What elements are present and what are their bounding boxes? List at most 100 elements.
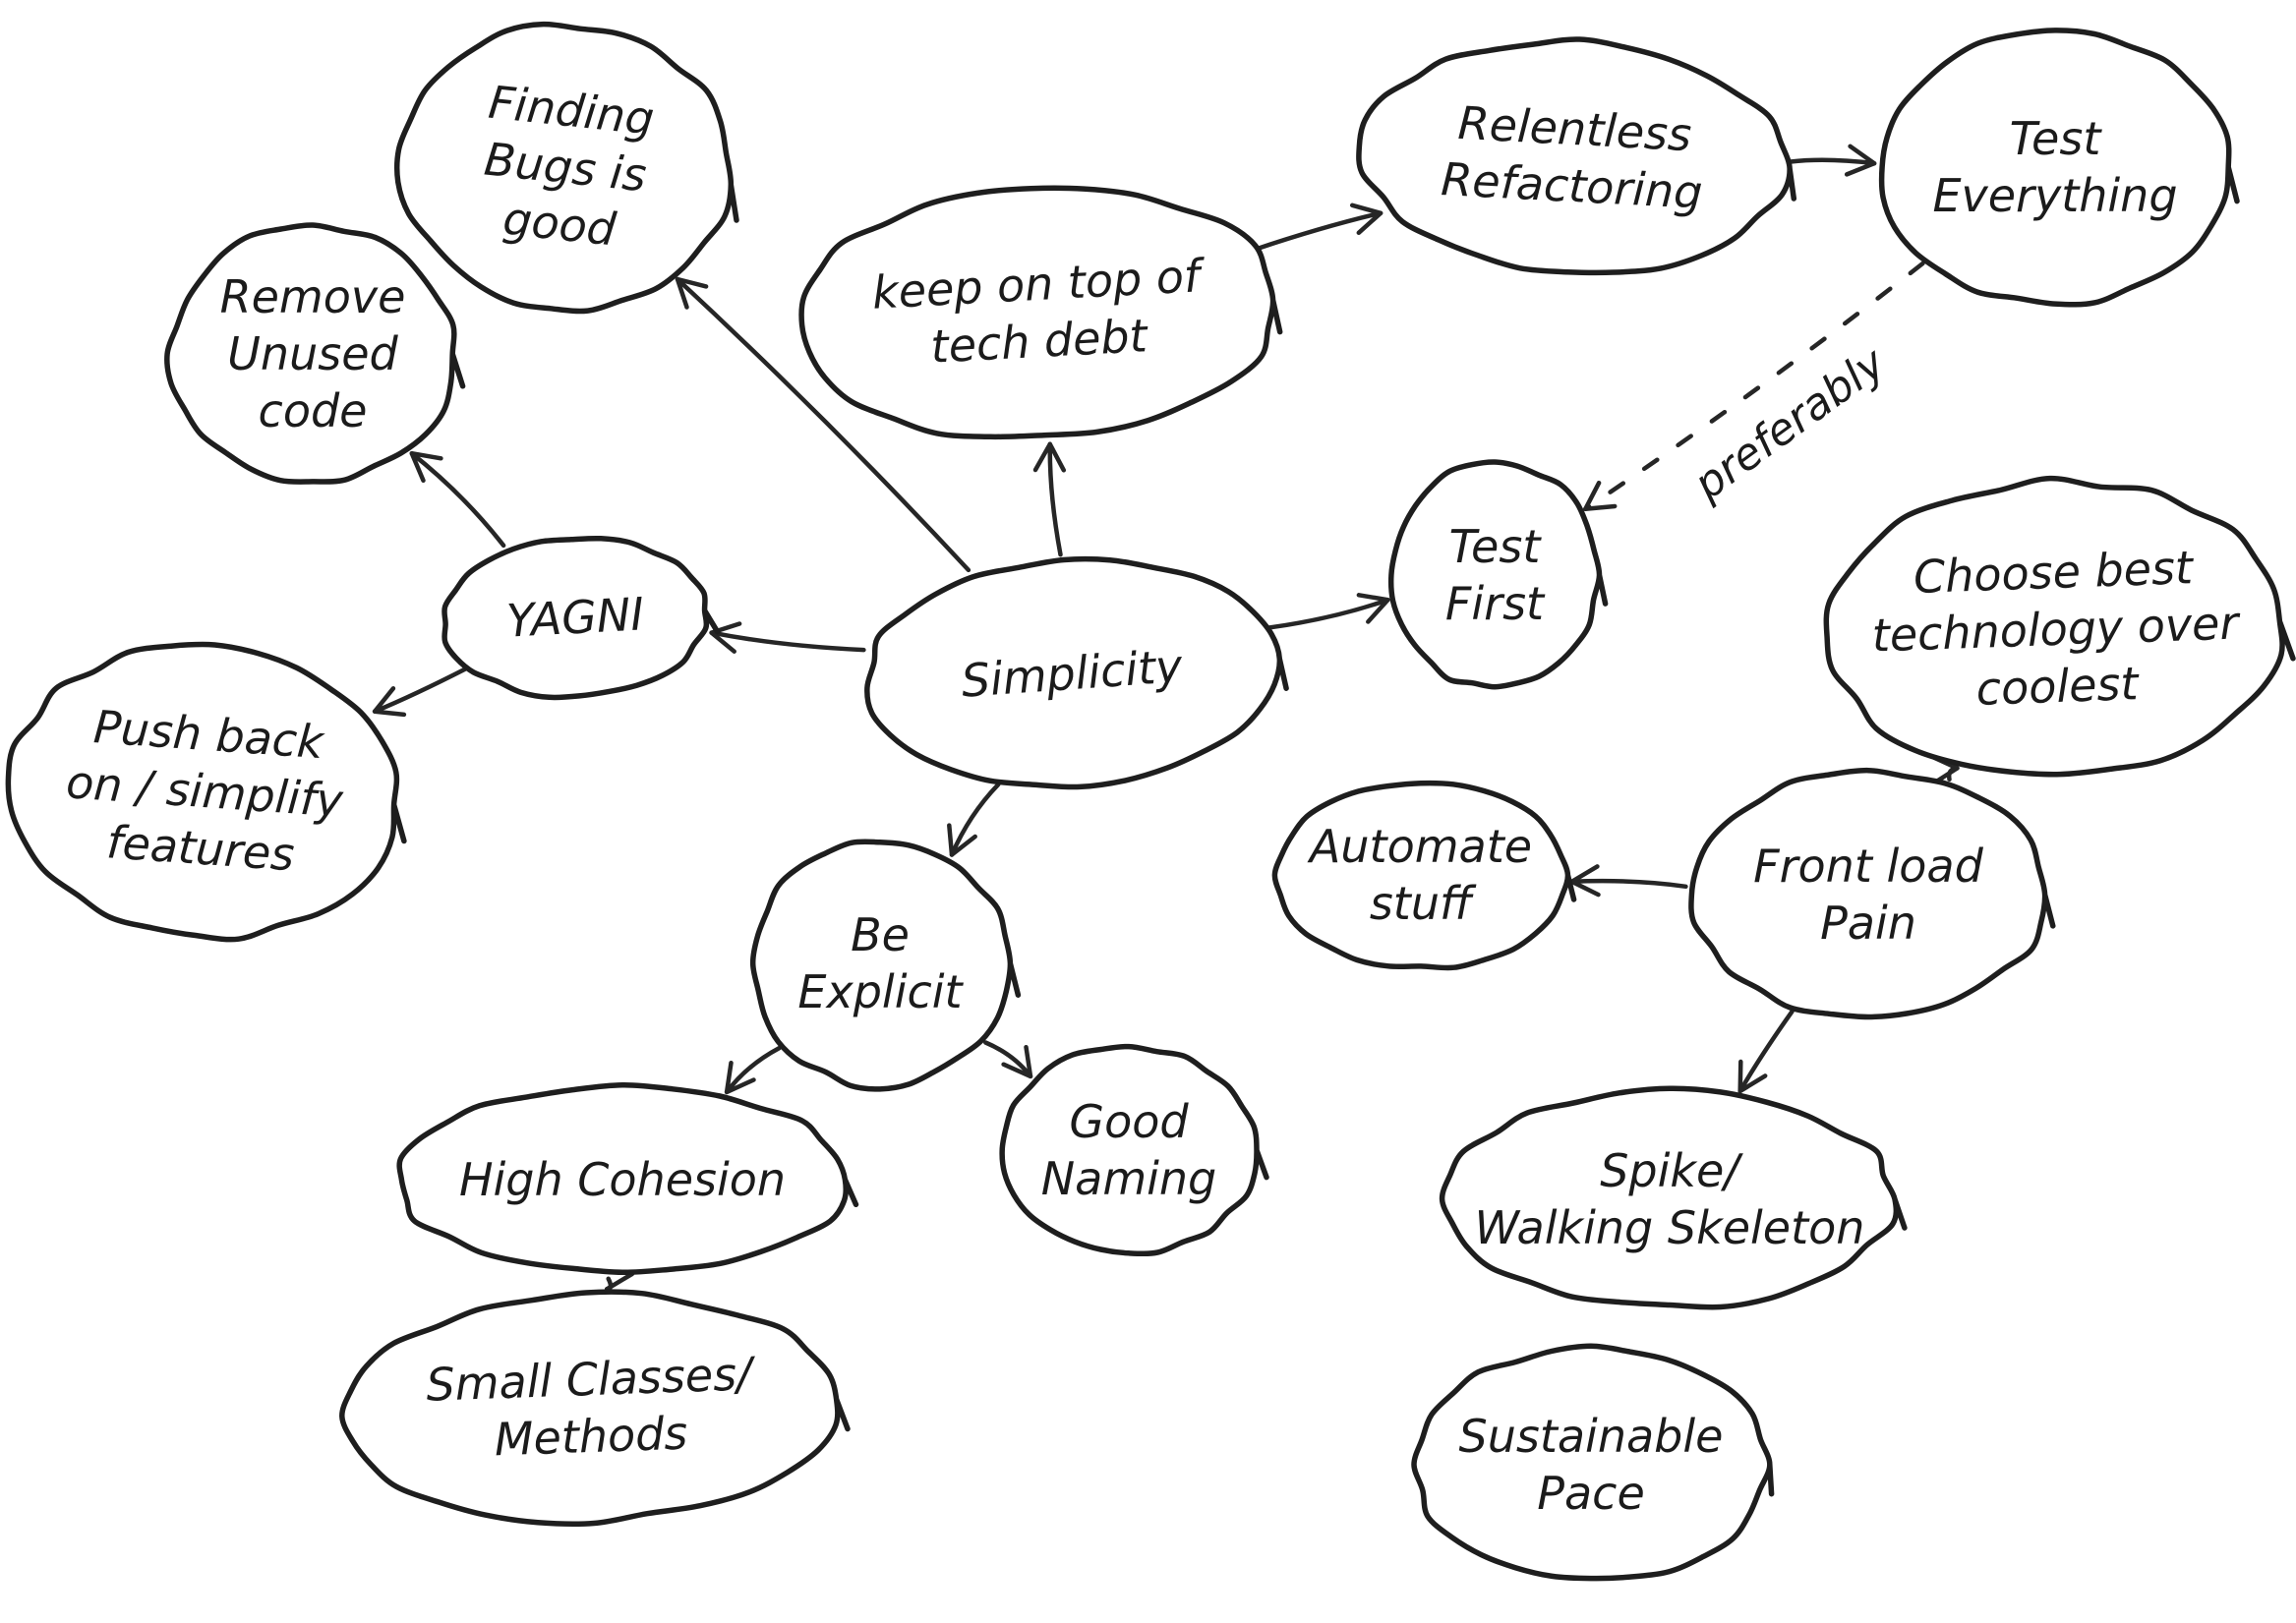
node-ellipse — [1411, 1343, 1775, 1582]
edge-be-explicit-to-high-cohesion — [724, 1045, 782, 1095]
connector-line — [949, 782, 1001, 857]
node-label-line: stuff — [1370, 877, 1477, 930]
arrowhead-icon — [372, 686, 407, 718]
edge-simplicity-to-finding-bugs — [675, 276, 971, 573]
node-small-classes: Small Classes/Methods — [339, 1289, 851, 1528]
node-label: High Cohesion — [459, 1153, 786, 1206]
node-ellipse — [999, 1043, 1269, 1257]
node-label-line: technology over — [1871, 596, 2242, 662]
node-label-line: good — [500, 192, 618, 257]
node-label-line: code — [259, 384, 368, 437]
node-push-back: Push backon / simplifyfeatures — [5, 641, 407, 943]
node-label-line: Sustainable — [1459, 1410, 1724, 1463]
node-label-line: High Cohesion — [459, 1153, 786, 1206]
node-ellipse — [5, 641, 407, 943]
arrowhead-icon — [1583, 480, 1618, 512]
node-label-line: First — [1445, 577, 1546, 630]
connector-line — [1265, 597, 1390, 630]
node-label-line: Automate — [1307, 820, 1532, 873]
connector-line — [409, 450, 506, 549]
node-label-line: Test — [1449, 520, 1543, 573]
dashed-connector-line — [1583, 261, 1925, 512]
node-label-line: Test — [2010, 112, 2103, 165]
node-finding-bugs: FindingBugs isgood — [394, 21, 739, 315]
node-label-line: features — [105, 815, 296, 881]
edge-simplicity-to-test-first — [1265, 593, 1390, 630]
connector-line — [675, 276, 971, 573]
arrowhead-icon — [1737, 1059, 1768, 1094]
node-ellipse — [1356, 36, 1797, 276]
node-label-line: Unused — [227, 327, 398, 380]
connector-line — [1737, 1009, 1795, 1094]
node-ellipse — [1439, 1085, 1908, 1310]
node-label-line: Front load — [1753, 840, 1983, 893]
node-label-line: Good — [1069, 1095, 1189, 1148]
arrowhead-icon — [947, 823, 977, 857]
node-ellipse — [1878, 28, 2240, 308]
node-ellipse — [864, 555, 1289, 790]
edge-simplicity-to-be-explicit — [947, 782, 1001, 857]
node-label-line: tech debt — [929, 309, 1150, 374]
connector-line — [1788, 157, 1877, 166]
node-label-line: Be — [851, 908, 910, 961]
arrowhead-icon — [1032, 441, 1067, 473]
edge-be-explicit-to-good-naming — [983, 1040, 1033, 1079]
node-label-line: coolest — [1975, 657, 2141, 716]
node-label: YAGNI — [505, 587, 645, 647]
node-label-line: Methods — [494, 1407, 688, 1467]
node-choose-best: Choose besttechnology overcoolest — [1823, 475, 2296, 778]
node-label-line: Explicit — [797, 965, 964, 1018]
node-label-line: Remove — [220, 270, 406, 323]
node-label-line: Spike/ — [1600, 1144, 1743, 1197]
arrowhead-icon — [675, 276, 709, 310]
arrowhead-icon — [724, 1060, 756, 1095]
node-ellipse — [442, 535, 721, 701]
node-label-line: YAGNI — [505, 587, 645, 647]
node-ellipse — [798, 185, 1283, 440]
edge-test-everything-to-test-first: preferably — [1583, 261, 1925, 512]
node-label-line: Relentless — [1456, 96, 1692, 161]
node-ellipse — [339, 1289, 851, 1528]
node-ellipse — [1823, 475, 2296, 778]
arrowhead-icon — [1844, 144, 1877, 177]
node-simplicity: Simplicity — [864, 555, 1289, 790]
node-ellipse — [394, 21, 739, 315]
arrowhead-icon — [1349, 203, 1383, 236]
connector-line — [1569, 878, 1688, 890]
node-ellipse — [396, 1081, 859, 1276]
arrowhead-icon — [709, 621, 742, 654]
node-label-line: Pace — [1537, 1467, 1645, 1520]
node-tech-debt: keep on top oftech debt — [798, 185, 1283, 440]
node-high-cohesion: High Cohesion — [396, 1081, 859, 1276]
node-ellipse — [749, 839, 1022, 1092]
node-label: Small Classes/Methods — [426, 1347, 759, 1469]
node-yagni: YAGNI — [442, 535, 721, 701]
arrowhead-icon — [409, 450, 443, 484]
node-label: Spike/Walking Skeleton — [1475, 1144, 1865, 1254]
connector-line — [1047, 441, 1063, 557]
node-ellipse — [164, 222, 466, 485]
node-ellipse — [1688, 767, 2056, 1020]
connector-line — [372, 666, 469, 714]
node-label-line: Naming — [1041, 1152, 1217, 1205]
node-spike: Spike/Walking Skeleton — [1439, 1085, 1908, 1310]
connector-line — [1251, 210, 1383, 253]
edge-tech-debt-to-relentless-refactoring — [1251, 203, 1383, 253]
node-label: Choose besttechnology overcoolest — [1869, 539, 2244, 719]
